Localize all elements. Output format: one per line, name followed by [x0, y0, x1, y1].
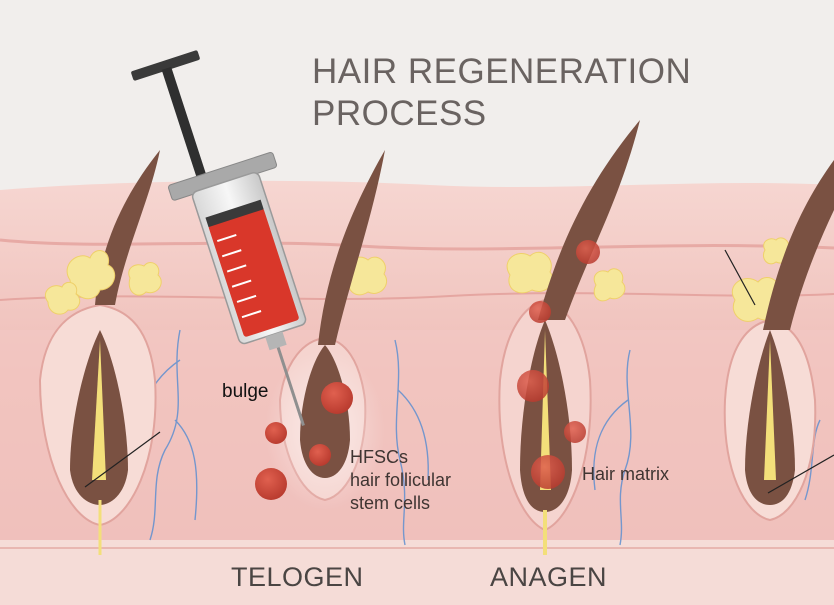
- stem-cells: [255, 240, 600, 500]
- anagen-label: ANAGEN: [490, 562, 608, 592]
- bulge-label: bulge: [222, 381, 269, 402]
- hfsc-label-line2: hair follicular: [350, 470, 452, 490]
- hfsc-label-line1: HFSCs: [350, 447, 408, 467]
- telogen-label: TELOGEN: [231, 562, 364, 592]
- diagram-title-line1: HAIR REGENERATION: [312, 52, 692, 91]
- diagram-title-line2: PROCESS: [312, 94, 487, 133]
- sebaceous-glands: [44, 237, 791, 322]
- follicle-left: [38, 150, 161, 555]
- hair-matrix-label: Hair matrix: [582, 464, 670, 484]
- follicle-telogen: [265, 150, 385, 510]
- follicle-right: [723, 160, 834, 522]
- hfsc-label-line3: stem cells: [350, 493, 431, 513]
- syringe-icon: [131, 50, 307, 426]
